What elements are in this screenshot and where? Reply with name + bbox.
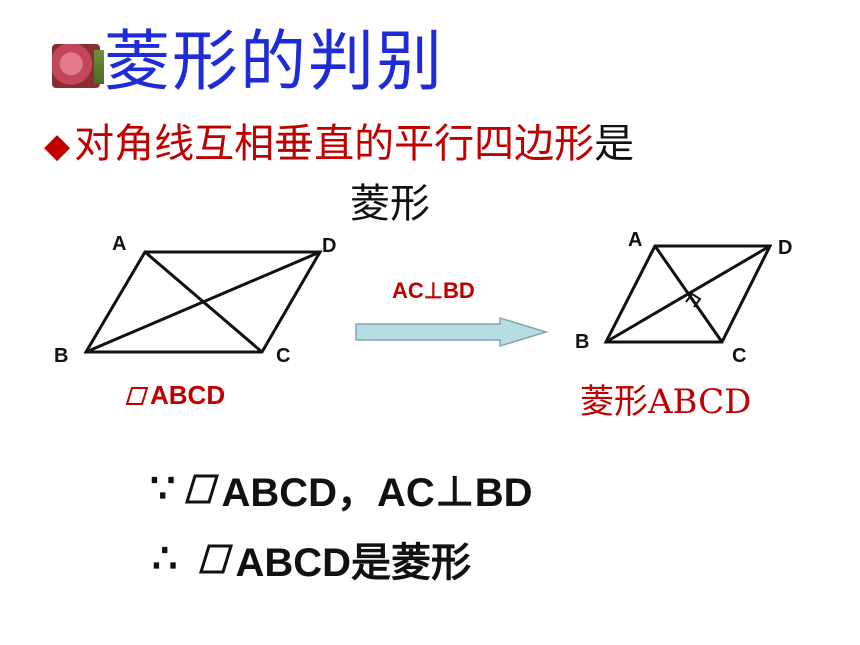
right-angle-mark [685,292,702,308]
vertex-label-d: D [322,235,336,257]
diagonal-bd [85,250,321,354]
vertex-label-a: A [112,233,126,255]
proof-line-therefore: ∴ ABCD是菱形 [152,530,471,588]
parallelogram-caption: ABCD [126,380,225,411]
theorem-conclusion: 菱形 [350,181,430,227]
vertex-label-b: B [54,345,68,367]
theorem-statement: ◆对角线互相垂直的平行四边形是 [44,118,634,172]
parallelogram-caption-text: ABCD [150,380,226,410]
diamond-bullet-icon: ◆ [44,126,71,166]
vertex-label-d: D [778,237,792,259]
right-arrow-icon [355,316,549,348]
proof-line-because: ∵ ABCD，AC⊥BD [150,460,533,518]
page-title: 菱形的判别 [104,23,444,100]
rhombus-figure [603,244,773,344]
theorem-verb: 是 [594,121,635,167]
proof-line2-text: ABCD是菱形 [235,541,471,585]
vertex-label-c: C [276,345,290,367]
parallelogram-symbol-icon [199,543,234,575]
rhombus-caption: 菱形ABCD [580,382,752,422]
parallelogram-figure [83,250,323,354]
vertex-label-b: B [575,331,589,353]
vertex-label-a: A [628,229,642,251]
because-symbol: ∵ [150,467,176,511]
parallelogram-symbol-icon [126,386,148,406]
parallelogram-symbol-icon [185,473,220,505]
therefore-symbol: ∴ [152,537,178,581]
arrow-condition-label: AC⊥BD [392,278,475,303]
theorem-condition: 对角线互相垂直的平行四边形 [74,121,595,167]
diagonal-bd [605,244,771,344]
vertex-label-c: C [732,345,746,367]
proof-line1-text: ABCD，AC⊥BD [221,471,533,515]
flower-decoration-icon [52,44,104,88]
